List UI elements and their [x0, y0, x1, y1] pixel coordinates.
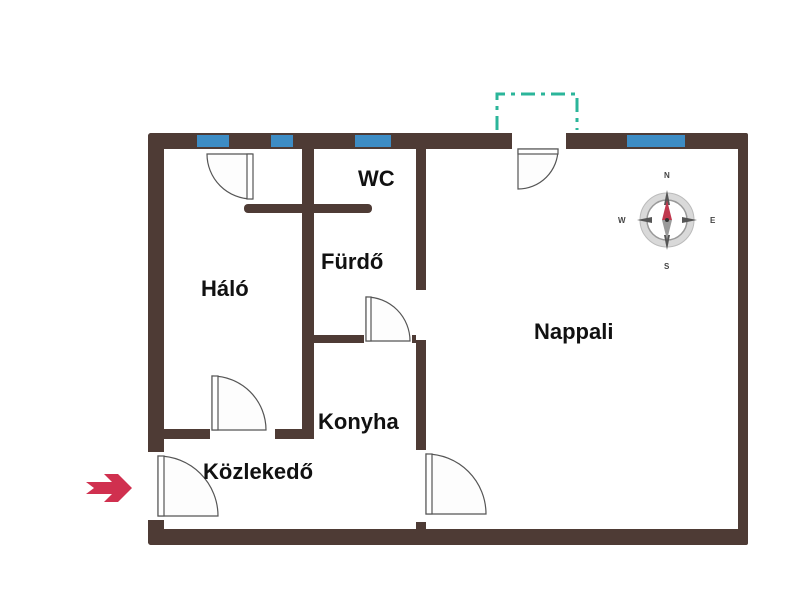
doors: [157, 148, 559, 517]
balcony-door-opening: [512, 133, 566, 149]
window: [355, 135, 391, 147]
door: [206, 153, 254, 200]
room-label-halo: Háló: [201, 276, 249, 301]
door: [211, 375, 267, 431]
room-label-konyha: Konyha: [318, 409, 399, 434]
room-label-furdo: Fürdő: [321, 249, 383, 274]
door-opening: [416, 450, 426, 522]
window: [271, 135, 293, 147]
door: [517, 148, 559, 190]
compass-east: E: [710, 216, 716, 225]
window: [627, 135, 685, 147]
compass-north: N: [664, 171, 670, 180]
outer-walls: [148, 133, 748, 545]
door: [157, 455, 219, 517]
window: [197, 135, 229, 147]
compass-west: W: [618, 216, 626, 225]
balcony-outline: [495, 92, 579, 130]
windows: [197, 135, 685, 147]
entry-arrow-icon: [86, 474, 132, 502]
door-opening: [210, 429, 275, 439]
door: [365, 296, 411, 342]
compass-rose-icon: N S W E: [618, 171, 716, 271]
room-label-nappali: Nappali: [534, 319, 613, 344]
compass-south: S: [664, 262, 670, 271]
door: [425, 453, 487, 515]
door-opening: [416, 290, 426, 340]
room-label-kozlekedo: Közlekedő: [203, 459, 313, 484]
room-label-wc: WC: [358, 166, 395, 191]
